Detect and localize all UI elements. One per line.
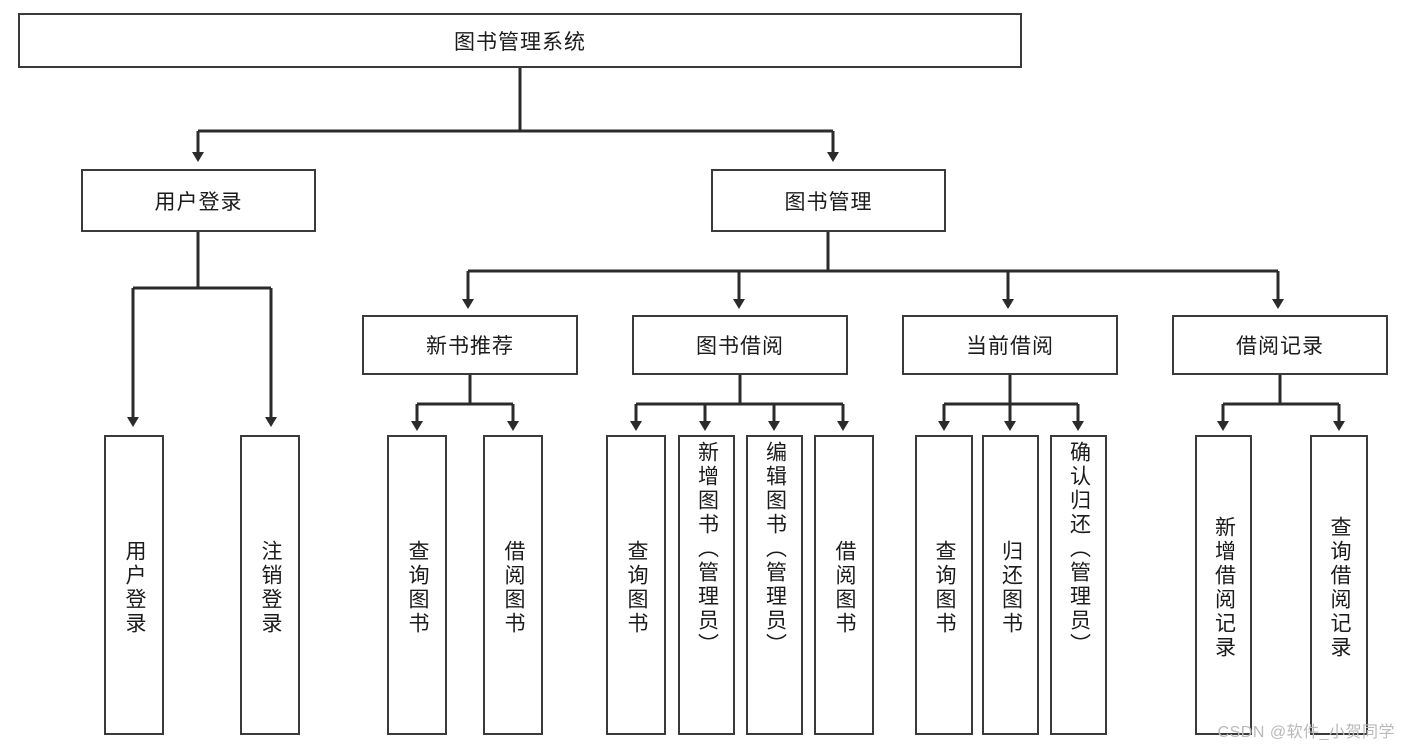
node-leaf-borrow-book-2[interactable]: 借阅图书 (814, 435, 874, 735)
node-leaf-add-book-label: 新增图书（管理员） (695, 441, 719, 657)
node-leaf-query-book-3-label: 查询图书 (933, 540, 956, 636)
node-book-manage[interactable]: 图书管理 (711, 169, 946, 232)
node-user-login[interactable]: 用户登录 (81, 169, 316, 232)
node-leaf-edit-book[interactable]: 编辑图书（管理员） (746, 435, 803, 735)
node-leaf-confirm-return-label: 确认归还（管理员） (1067, 441, 1091, 657)
node-leaf-edit-book-label: 编辑图书（管理员） (763, 441, 787, 657)
node-leaf-add-record[interactable]: 新增借阅记录 (1195, 435, 1252, 735)
node-leaf-query-record-label: 查询借阅记录 (1328, 516, 1351, 660)
node-leaf-return-book-label: 归还图书 (999, 540, 1023, 636)
node-leaf-user-login[interactable]: 用户登录 (104, 435, 164, 735)
node-leaf-borrow-book-2-label: 借阅图书 (833, 540, 856, 636)
node-leaf-add-book[interactable]: 新增图书（管理员） (678, 435, 735, 735)
node-leaf-borrow-book-1-label: 借阅图书 (502, 540, 525, 636)
node-leaf-query-book-2-label: 查询图书 (625, 540, 648, 636)
node-root-label: 图书管理系统 (454, 30, 586, 54)
node-leaf-return-book[interactable]: 归还图书 (982, 435, 1039, 735)
node-leaf-confirm-return[interactable]: 确认归还（管理员） (1050, 435, 1107, 735)
node-leaf-add-record-label: 新增借阅记录 (1212, 516, 1236, 660)
node-leaf-user-login-label: 用户登录 (123, 540, 146, 636)
node-leaf-query-record[interactable]: 查询借阅记录 (1310, 435, 1368, 735)
node-new-book-rec-label: 新书推荐 (426, 335, 514, 358)
node-current-borrow[interactable]: 当前借阅 (902, 315, 1118, 375)
csdn-watermark: CSDN @软件_小贺同学 (1217, 724, 1395, 741)
node-leaf-query-book-2[interactable]: 查询图书 (606, 435, 666, 735)
node-leaf-logout[interactable]: 注销登录 (240, 435, 300, 735)
node-new-book-rec[interactable]: 新书推荐 (362, 315, 578, 375)
node-user-login-label: 用户登录 (154, 190, 243, 214)
node-leaf-query-book-1-label: 查询图书 (406, 540, 429, 636)
node-leaf-logout-label: 注销登录 (259, 540, 282, 636)
node-borrow-record[interactable]: 借阅记录 (1172, 315, 1388, 375)
node-leaf-query-book-3[interactable]: 查询图书 (915, 435, 973, 735)
node-book-borrow[interactable]: 图书借阅 (632, 315, 848, 375)
node-book-manage-label: 图书管理 (784, 190, 873, 214)
node-leaf-borrow-book-1[interactable]: 借阅图书 (483, 435, 543, 735)
node-book-borrow-label: 图书借阅 (696, 335, 784, 358)
node-current-borrow-label: 当前借阅 (966, 335, 1054, 358)
node-leaf-query-book-1[interactable]: 查询图书 (387, 435, 447, 735)
node-root[interactable]: 图书管理系统 (18, 13, 1022, 68)
node-borrow-record-label: 借阅记录 (1236, 335, 1324, 358)
